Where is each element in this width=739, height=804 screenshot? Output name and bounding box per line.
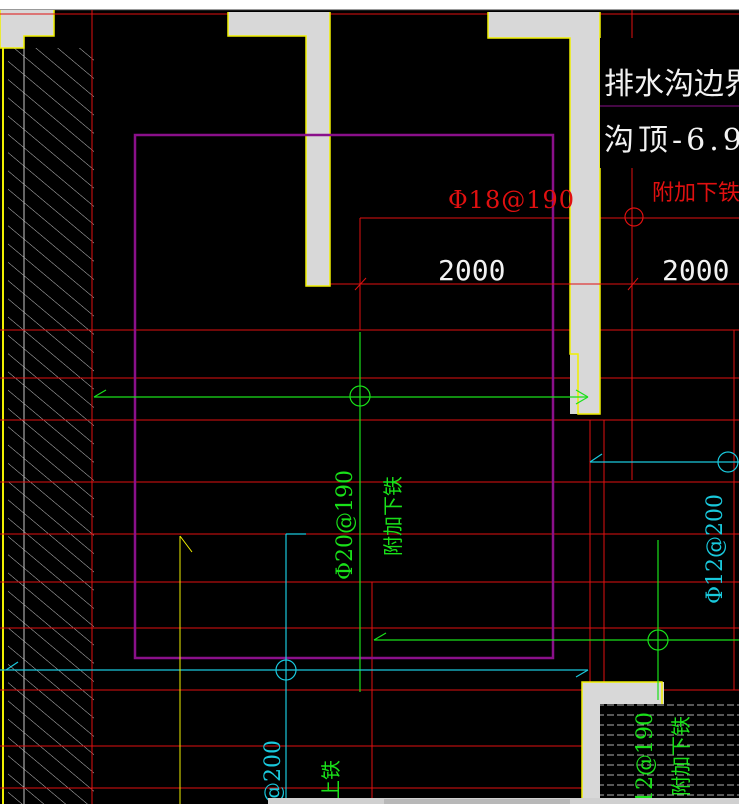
cyan-rebar-left-label: @200 [261, 740, 286, 804]
green-marker-circle [349, 385, 371, 407]
title-line-1: 排水沟边界线 [604, 67, 739, 102]
dimension-2: 2000 [662, 254, 729, 287]
top-border [0, 0, 739, 10]
right-column [487, 12, 601, 415]
red-note-label: 附加下铁 [652, 181, 739, 206]
green-rebar-label: Φ20@190 [333, 470, 358, 580]
bottom-right-wall [581, 681, 739, 804]
center-column [227, 12, 331, 287]
cyan-rebar[interactable] [0, 451, 739, 804]
green-marker-circle-2 [647, 629, 669, 651]
dimensions: 2000 2000 [354, 254, 739, 291]
dimension-1: 2000 [438, 254, 505, 287]
cyan-note-left-label: 上铁 [319, 760, 343, 800]
title-block: 排水沟边界线 沟顶-6.90 [600, 38, 739, 168]
red-rebar-label: Φ18@190 [448, 186, 575, 214]
green-note-label: 附加下铁 [381, 476, 405, 556]
bottom-rebar-label: 12@190 [633, 712, 658, 804]
bottom-note-label: 附加下铁 [669, 716, 693, 796]
green-rebar[interactable] [93, 332, 739, 700]
red-rebar-annotation[interactable]: Φ18@190 附加下铁 [448, 181, 739, 227]
red-marker-circle [624, 207, 644, 227]
cyan-marker-circle [717, 451, 739, 473]
cyan-rebar-right-label: Φ12@200 [703, 494, 728, 604]
left-hatched-wall [0, 10, 94, 804]
title-line-2: 沟顶-6.90 [604, 123, 739, 158]
